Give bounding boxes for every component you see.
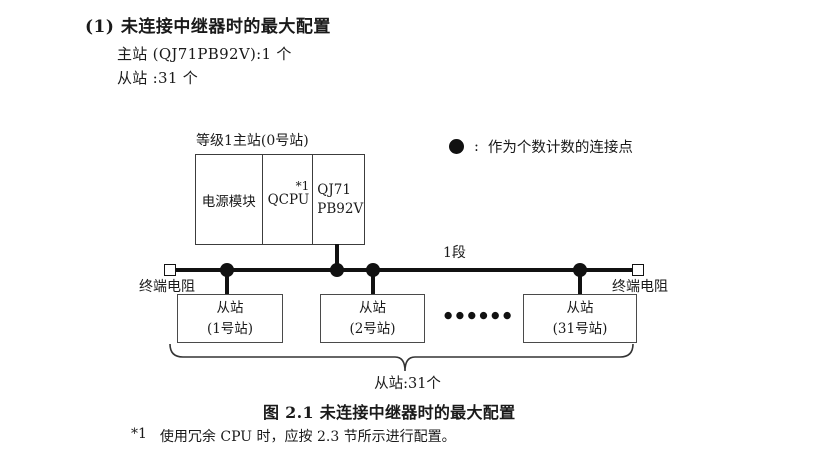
profibus-module-label: QJ71 PB92V xyxy=(317,182,364,217)
terminating-resistor-left xyxy=(164,264,176,276)
cpu-module-cell: *1 QCPU xyxy=(263,155,314,244)
slave-total-label: 从站:31个 xyxy=(374,376,441,392)
cpu-module-label: QCPU xyxy=(267,191,310,208)
connection-dot xyxy=(330,263,344,277)
slave-station-1-box: 从站 (1号站) xyxy=(177,294,283,343)
connection-dot xyxy=(220,263,234,277)
figure-caption: 图 2.1 未连接中继器时的最大配置 xyxy=(263,403,516,422)
bus-line xyxy=(176,268,635,272)
slave-station-2-box: 从站 (2号站) xyxy=(320,294,425,343)
legend-text: 作为个数计数的连接点 xyxy=(487,140,633,156)
power-module-cell: 电源模块 xyxy=(196,155,263,244)
power-module-label: 电源模块 xyxy=(201,193,256,210)
segment-label: 1段 xyxy=(443,245,466,261)
master-count-line: 主站 (QJ71PB92V):1 个 xyxy=(117,45,292,63)
terminating-resistor-right-label: 终端电阻 xyxy=(612,279,668,295)
slave31-drop-line xyxy=(578,270,582,295)
terminating-resistor-left-label: 终端电阻 xyxy=(139,279,195,295)
master-station-label: 等级1主站(0号站) xyxy=(196,133,309,149)
slave-count-line: 从站 :31 个 xyxy=(117,69,199,87)
slave2-drop-line xyxy=(371,270,375,295)
cpu-footnote-marker: *1 xyxy=(295,179,310,193)
profibus-module-cell: QJ71 PB92V xyxy=(313,155,364,244)
connection-dot xyxy=(366,263,380,277)
legend-colon: : xyxy=(474,138,479,155)
footnote-marker: *1 xyxy=(131,426,147,442)
connection-point-icon xyxy=(449,139,464,154)
legend: : 作为个数计数的连接点 xyxy=(449,136,633,157)
terminating-resistor-right xyxy=(632,264,644,276)
master-drop-line xyxy=(335,244,339,270)
connection-dot xyxy=(573,263,587,277)
master-station-box: 电源模块 *1 QCPU QJ71 PB92V xyxy=(195,154,365,245)
footnote: *1 使用冗余 CPU 时，应按 2.3 节所示进行配置。 xyxy=(131,426,456,446)
slave1-drop-line xyxy=(225,270,229,295)
section-heading: (1) 未连接中继器时的最大配置 xyxy=(85,17,331,37)
slave-station-31-box: 从站 (31号站) xyxy=(523,294,637,343)
ellipsis-dots: ●●●●●● xyxy=(444,310,515,321)
brace-graphic xyxy=(169,343,634,372)
footnote-text: 使用冗余 CPU 时，应按 2.3 节所示进行配置。 xyxy=(159,429,456,445)
